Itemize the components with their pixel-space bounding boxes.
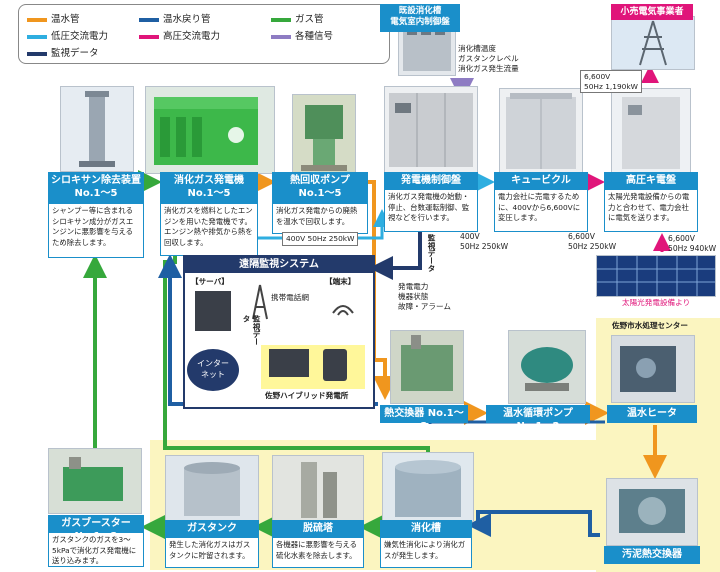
circ-pump-title: 温水循環ポンプ No.1〜2 (486, 405, 590, 432)
legend: 温水管 温水戻り管 ガス管 低圧交流電力 高圧交流電力 各種信号 監視データ (18, 4, 390, 64)
monitor-data-label-2-wrap: 監視データ (241, 315, 261, 349)
control-panel-photo (384, 86, 478, 174)
desulfur-photo (272, 455, 364, 522)
gas-tank-title: ガスタンク (165, 520, 259, 538)
gas-tank-photo (165, 455, 259, 522)
return-sludge-digester (467, 510, 600, 537)
cubicle-out-label: 6,600V 50Hz 250kW (568, 232, 617, 251)
sensor-info-label: 消化槽温度 ガスタンクレベル 消化ガス発生流量 (458, 44, 519, 73)
legend-monitoring: 監視データ (27, 45, 99, 59)
tablet-icon (323, 349, 347, 381)
cubicle-in-label: 400V 50Hz 250kW (460, 232, 509, 251)
legend-high-voltage: 高圧交流電力 (139, 28, 220, 42)
hv-panel-title: 高圧キ電盤 (604, 172, 698, 190)
gen-output-label: 400V 50Hz 250kW (282, 232, 359, 246)
water-heater-photo (611, 335, 695, 403)
monitor-data-label-1: 監視データ (427, 234, 436, 272)
monitor-data-label-2: 監視データ (242, 315, 261, 346)
legend-signals: 各種信号 (271, 28, 333, 42)
solar-in-label: 6,600V 50Hz 940kW (668, 234, 717, 253)
water-heater-title: 温水ヒータ (607, 405, 697, 423)
heat-exchanger-photo (390, 330, 464, 404)
cubicle-title: キュービクル (494, 172, 588, 190)
desulfur-desc: 各機器に悪影響を与える硫化水素を除去します。 (272, 538, 364, 568)
heat-pump-desc: 消化ガス発電からの廃熱を温水で回収します。 (272, 204, 368, 234)
cubicle-desc: 電力会社に売電するために、400Vから6,600Vに変圧します。 (494, 190, 588, 232)
terminal-area (261, 345, 365, 389)
digester-desc: 嫌気性消化により消化ガスが発生します。 (380, 538, 472, 568)
remote-name-label: 佐野ハイブリッド発電所 (265, 391, 349, 400)
gen-info-label: 発電電力 機器状態 故障・アラーム (398, 282, 451, 311)
booster-title: ガスブースター No.1〜2 (48, 515, 144, 542)
hv-panel-photo (611, 88, 691, 174)
solar-label: 太陽光発電設備より (622, 298, 691, 307)
legend-hot-water: 温水管 (27, 11, 80, 25)
existing-panel-label: 既設消化槽 電気室内制御盤 (380, 4, 460, 32)
monitor-panel-remote (369, 214, 422, 280)
retailer-label: 小売電気事業者 (611, 4, 693, 20)
sale-line-label: 6,600V 50Hz 1,190kW (580, 70, 642, 93)
siloxane-photo (60, 86, 134, 172)
remote-monitoring-panel: 遠隔監視システム 【サーバ】 【端末】 携帯電話網 インター ネット 監視データ… (183, 255, 375, 409)
server-icon (195, 291, 231, 331)
generator-title: 消化ガス発電機 No.1〜5 (160, 172, 258, 204)
solar-photo (596, 255, 716, 297)
power-tower-photo (611, 16, 695, 70)
legend-gas-pipe: ガス管 (271, 11, 324, 25)
gas-tank-desc: 発生した消化ガスはガスタンクに貯留されます。 (165, 538, 259, 568)
control-panel-title: 発電機制御盤 (384, 172, 478, 190)
generator-desc: 消化ガスを燃料としたエンジンを用いた発電機です。エンジン熱や排気から熱を回収しま… (160, 204, 258, 256)
booster-photo (48, 448, 142, 514)
cubicle-photo (499, 88, 583, 174)
digester-title: 消化槽 (380, 520, 472, 538)
remote-title: 遠隔監視システム (185, 257, 373, 273)
generator-photo (145, 86, 275, 174)
antenna-icon (251, 281, 269, 321)
internet-node: インター ネット (187, 349, 239, 391)
legend-low-voltage: 低圧交流電力 (27, 28, 108, 42)
digester-photo (382, 452, 474, 522)
booster-desc: ガスタンクのガスを3〜5kPaで消化ガス発電機に送り込みます。 (48, 533, 144, 567)
heat-exchanger-title: 熱交換器 No.1〜2 (380, 405, 468, 432)
siloxane-desc: シャンプー等に含まれるシロキサン成分がガスエンジンに悪影響を与えるため除去します… (48, 204, 144, 258)
heat-pump-title: 熱回収ポンプ No.1〜5 (272, 172, 368, 204)
wifi-icon (329, 293, 357, 321)
sludge-hx-photo (606, 478, 698, 546)
hv-panel-desc: 太陽光発電設備からの電力と合わせて、電力会社に電気を送ります。 (604, 190, 698, 232)
desulfur-title: 脱硫塔 (272, 520, 364, 538)
remote-server-label: 【サーバ】 (191, 277, 229, 286)
remote-cell-label: 携帯電話網 (271, 293, 309, 302)
remote-terminal-label: 【端末】 (325, 277, 356, 286)
treatment-center-label: 佐野市水処理センター (612, 321, 688, 330)
legend-hot-water-return: 温水戻り管 (139, 11, 211, 25)
siloxane-title: シロキサン除去装置 No.1〜5 (48, 172, 144, 204)
sludge-hx-title: 汚泥熱交換器 (604, 546, 700, 564)
circ-pump-photo (508, 330, 586, 404)
desktop-icon (269, 349, 309, 377)
heat-pump-photo (292, 94, 356, 176)
control-panel-desc: 消化ガス発電機の始動・停止、台数運転制御、監視などを行います。 (384, 190, 478, 232)
